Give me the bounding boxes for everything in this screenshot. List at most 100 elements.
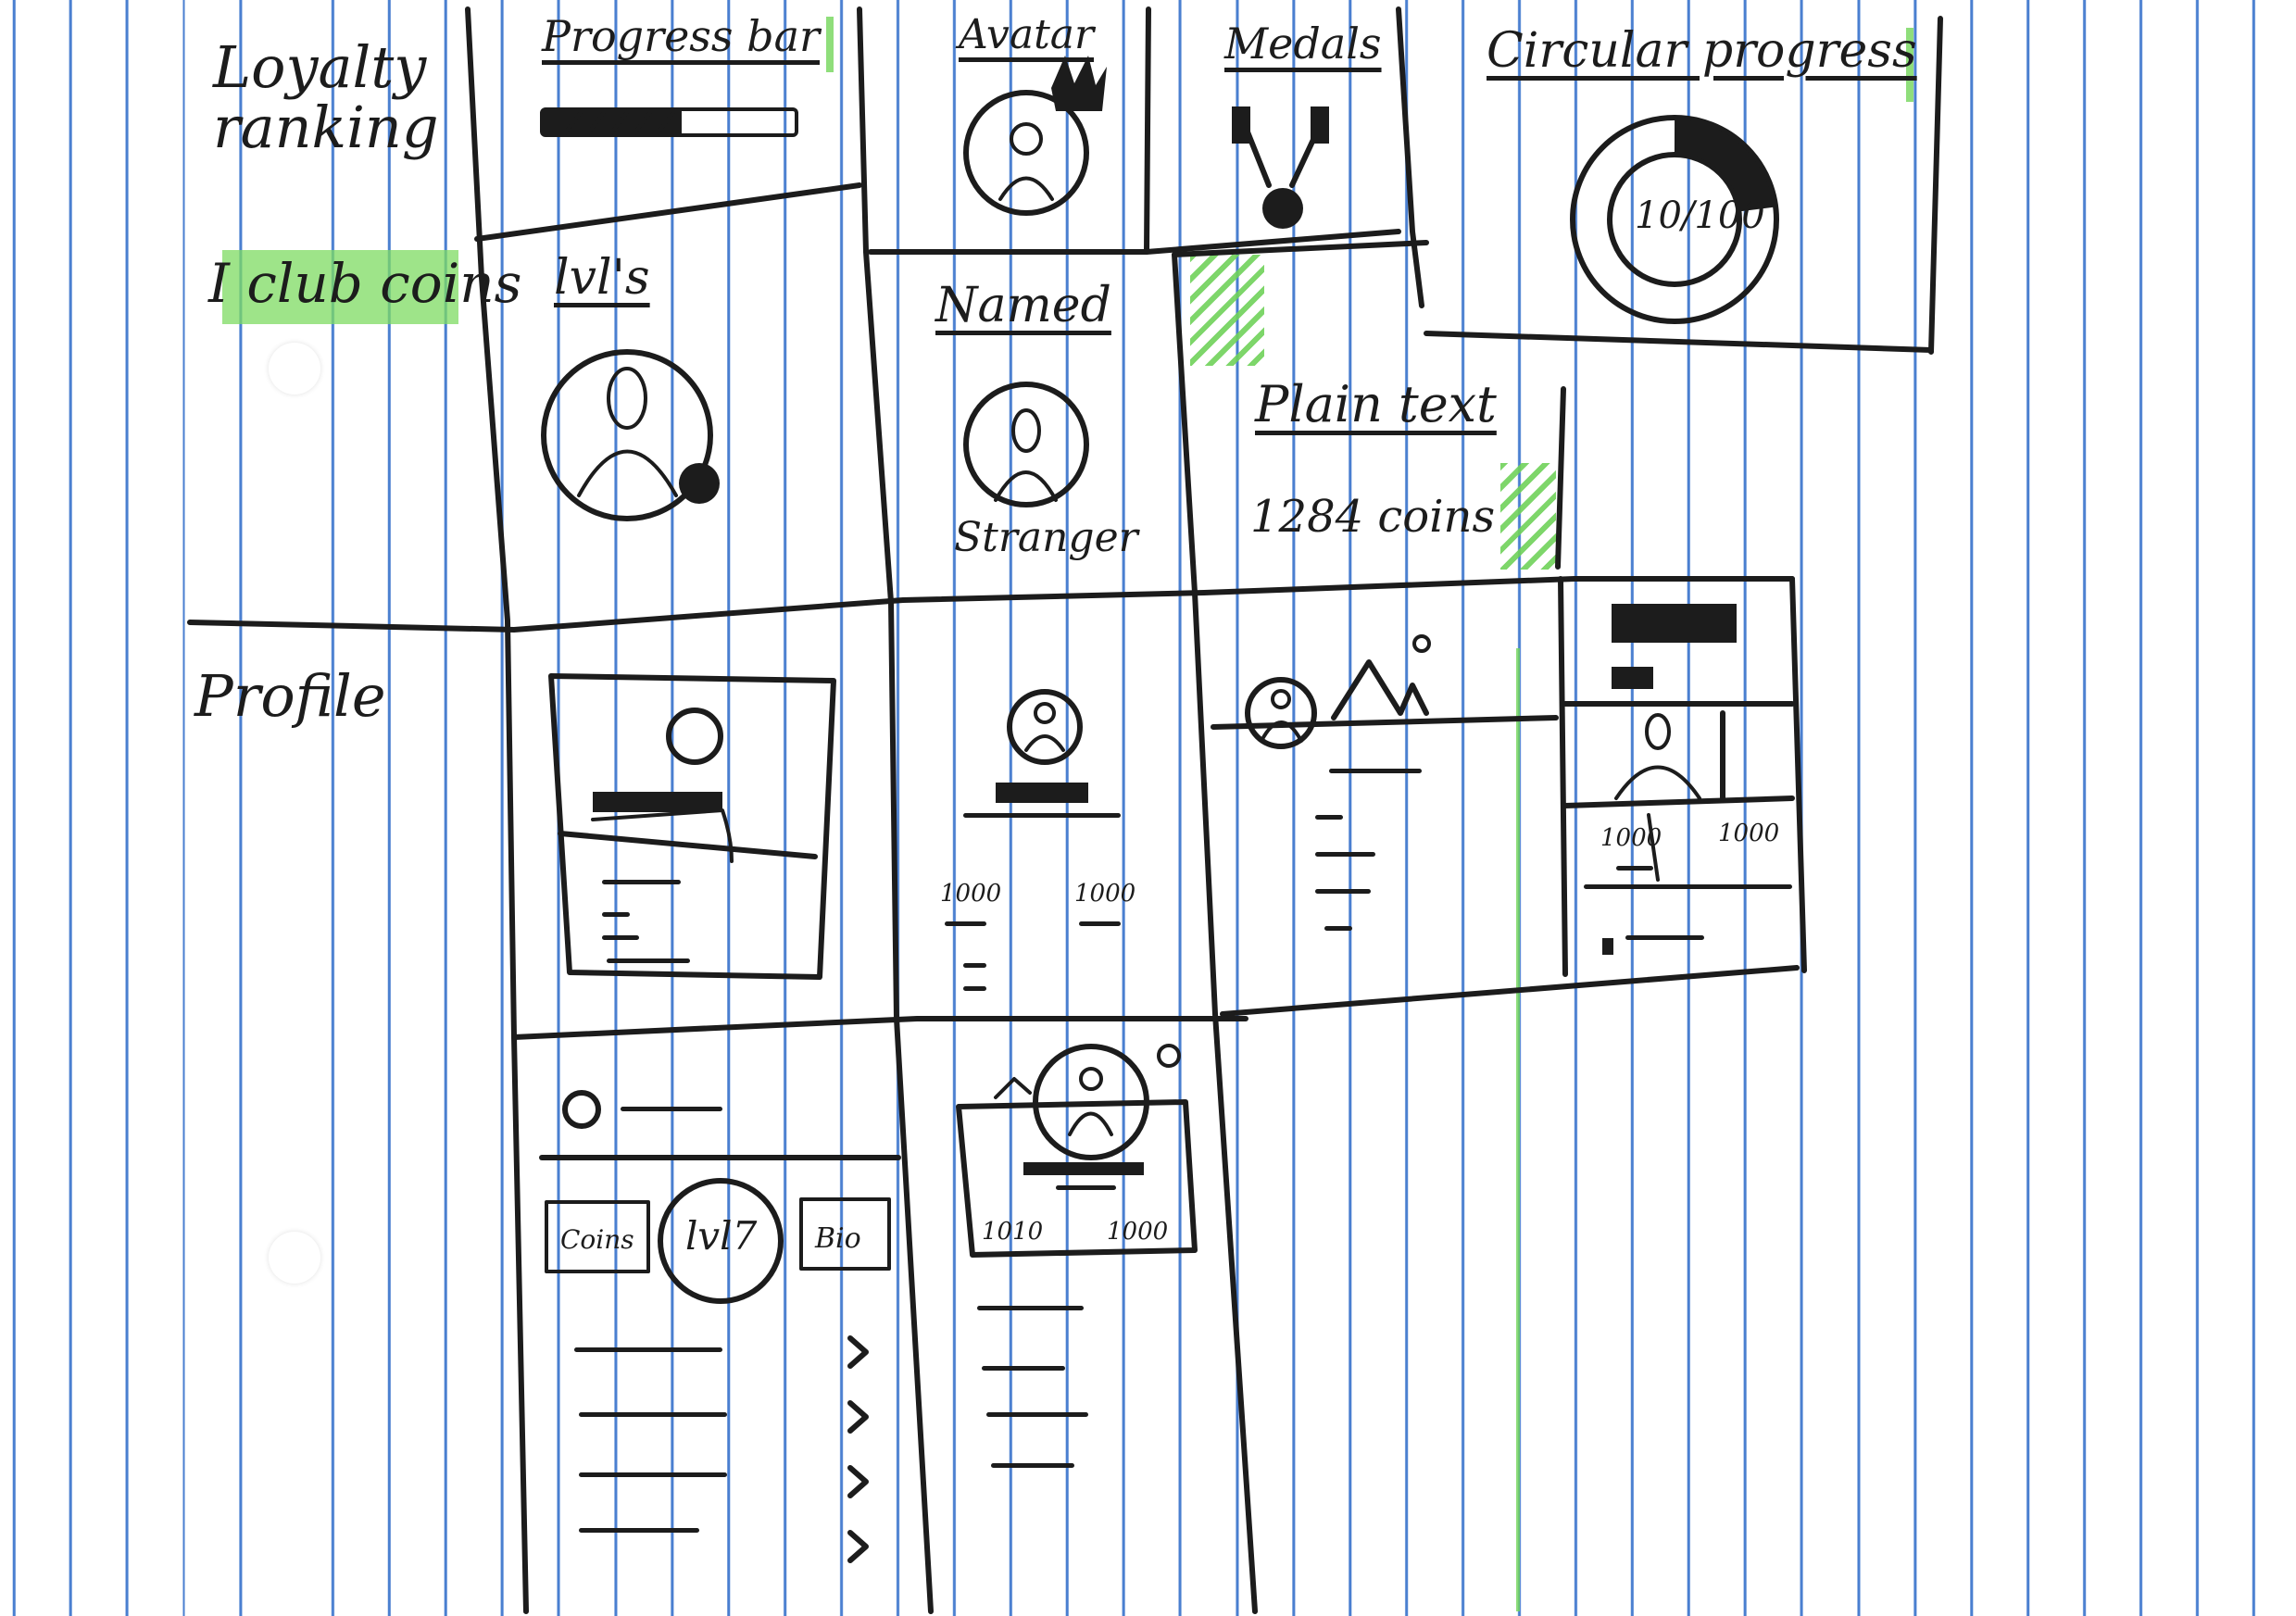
card2-line-2 [1079, 921, 1121, 926]
margin-mark-progress [826, 17, 834, 72]
card3-line-4 [1315, 889, 1371, 894]
card4-head [1645, 713, 1671, 750]
chevron-right-icon-4 [847, 1530, 869, 1563]
profile-card2-avatar [1007, 689, 1083, 765]
card6-name-bar [1023, 1162, 1144, 1175]
lvl-avatar-circle [541, 349, 713, 521]
row1-divider-mid [868, 229, 1401, 255]
medal-ribbon-right [1311, 106, 1329, 144]
named-avatar-body [994, 470, 1058, 502]
card2-sub-line [963, 813, 1121, 818]
profile-divider [187, 576, 1795, 633]
card2-stat-2: 1000 [1074, 880, 1136, 908]
profile-label: Profile [194, 662, 386, 730]
card6-list-line-1 [977, 1306, 1084, 1310]
card4-mid-split [1562, 795, 1795, 808]
avatar-circle [963, 90, 1089, 216]
card5-list-line-1 [574, 1347, 722, 1352]
profile-card6-frame [956, 1099, 1198, 1258]
profile-card6-dot [1157, 1044, 1181, 1068]
lvl-avatar-head [607, 367, 647, 430]
profile-card2-body [1024, 734, 1065, 752]
divider-avatar-medals [1144, 6, 1151, 255]
circular-progress-inner [1607, 152, 1742, 287]
club-coins-label: I club coins [208, 252, 522, 315]
profile-card5-avatar [562, 1090, 601, 1129]
progress-bar-hatch [563, 109, 676, 135]
card6-stat-2: 1000 [1107, 1218, 1169, 1246]
bio-box [799, 1197, 891, 1271]
level-circle [658, 1178, 784, 1304]
bio-box-label: Bio [815, 1222, 861, 1255]
card4-squiggle [1616, 866, 1653, 871]
card1-line-4 [607, 958, 690, 963]
card3-line-2 [1315, 815, 1343, 820]
circular-progress-arc [1674, 119, 1774, 212]
green-column-line [1516, 648, 1520, 1611]
card2-stat-1: 1000 [940, 880, 1002, 908]
lvls-title: lvl's [554, 250, 650, 306]
card3-line-1 [1329, 769, 1422, 773]
card6-stat-1: 1010 [982, 1218, 1044, 1246]
divider-medals-circular [1396, 6, 1424, 308]
loyalty-ranking-label: Loyalty ranking [213, 33, 439, 162]
club-coins-highlight [222, 250, 458, 324]
card3-line-5 [1324, 926, 1352, 931]
medal-icon [1262, 188, 1303, 229]
paper-hole-bottom [269, 1232, 320, 1284]
card5-name-line [621, 1107, 722, 1111]
profile-card3-divider [1211, 715, 1559, 730]
card4-body [1614, 765, 1701, 800]
divider-left [465, 6, 529, 1614]
profile-card1-arm [591, 808, 734, 863]
plain-text-title: Plain text [1255, 375, 1497, 433]
progress-bar-title: Progress bar [542, 11, 820, 61]
card2-line-1 [945, 921, 986, 926]
circular-progress-title: Circular progress [1487, 23, 1917, 79]
divider-circular-right [1928, 16, 1943, 355]
divider-plaintext-right [1555, 386, 1566, 570]
coins-box [545, 1200, 650, 1273]
card1-line-3 [602, 935, 639, 940]
profile-card6-ear [994, 1077, 1032, 1099]
level-circle-label: lvl7 [685, 1213, 758, 1259]
card4-stat-divider [1647, 813, 1660, 882]
card4-stat-2: 1000 [1718, 820, 1780, 847]
sun-icon [1412, 634, 1431, 653]
profile-card6-avatar [1033, 1044, 1149, 1160]
card4-line-1 [1584, 884, 1792, 889]
card4-right [1789, 576, 1807, 973]
card1-name-bar [593, 792, 722, 812]
card4-sub-bar [1612, 667, 1653, 689]
card1-line-1 [602, 880, 681, 884]
card6-list-line-4 [991, 1463, 1074, 1468]
card3-line-3 [1315, 852, 1375, 857]
named-title: Named [935, 278, 1111, 333]
crown-icon [1051, 56, 1107, 111]
named-caption: Stranger [954, 514, 1138, 561]
medal-ribbon-left [1232, 106, 1250, 144]
named-avatar-circle [963, 382, 1089, 507]
profile-card1-split [558, 831, 818, 859]
avatar-title: Avatar [959, 11, 1095, 58]
chevron-right-icon-1 [847, 1335, 869, 1369]
profile-card2-head [1034, 702, 1056, 724]
divider-mid2 [1172, 252, 1258, 1614]
green-slash-2 [1500, 463, 1556, 570]
green-slash-1 [1190, 255, 1264, 366]
paper-hole-top [269, 343, 320, 395]
avatar-body [998, 176, 1054, 201]
profile-card3-head [1271, 689, 1291, 709]
lvl-avatar-body [577, 449, 678, 497]
card5-list-line-3 [579, 1472, 727, 1477]
card5-list-line-2 [579, 1412, 727, 1417]
card6-list-line-2 [982, 1366, 1065, 1371]
circular-bottom [1424, 331, 1934, 353]
circular-progress-value: 10/100 [1635, 194, 1765, 237]
row1-divider-right [1172, 240, 1429, 257]
card4-title-bar [1612, 604, 1737, 643]
row1-divider-left [474, 182, 862, 242]
image-placeholder-icon [1331, 659, 1429, 720]
card6-sub-line [1056, 1185, 1116, 1190]
